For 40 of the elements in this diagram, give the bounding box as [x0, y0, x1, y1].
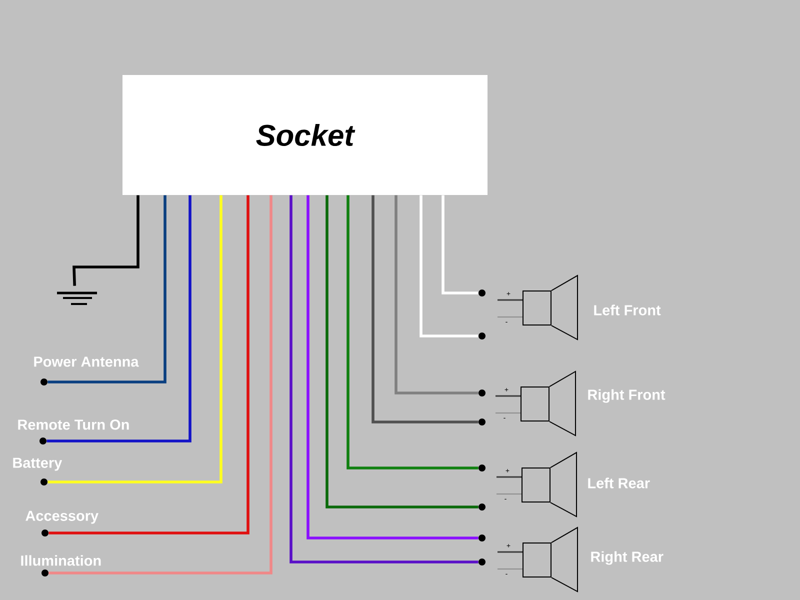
- terminal-dot: [40, 378, 48, 386]
- speaker-symbol: [496, 452, 577, 518]
- terminal-dot: [40, 438, 46, 444]
- terminal-dot: [478, 504, 486, 510]
- wire-label: Left Rear: [588, 478, 650, 488]
- terminal-dot: [478, 418, 486, 426]
- wire-label: Right Rear: [591, 551, 664, 565]
- ground-symbol: [57, 292, 97, 305]
- socket-box: Socket: [122, 75, 488, 195]
- wire-label: Accessory: [26, 510, 98, 524]
- terminal-dot: [478, 332, 486, 340]
- wire: [72, 195, 140, 286]
- terminal-dot: [42, 530, 48, 536]
- speaker-symbol: [497, 526, 578, 592]
- terminal-dot: [40, 478, 48, 486]
- speaker-symbol: [495, 370, 576, 436]
- wire: [48, 195, 250, 534]
- wire: [420, 195, 478, 338]
- wire: [326, 195, 478, 508]
- wire-label: Left Front: [594, 304, 661, 316]
- terminal-dot: [42, 570, 48, 576]
- terminal-dot: [478, 558, 486, 566]
- wire: [48, 195, 166, 384]
- wire: [346, 195, 478, 470]
- terminal-dot: [478, 290, 486, 296]
- wire-label: Illumination: [21, 555, 101, 566]
- wire: [442, 195, 478, 294]
- wire: [394, 195, 478, 394]
- wire-label: Remote Turn On: [18, 420, 129, 430]
- speaker-symbol: [497, 274, 578, 340]
- wire: [48, 195, 222, 484]
- terminal-dot: [478, 390, 486, 396]
- terminal-dot: [478, 534, 486, 542]
- wire: [46, 195, 192, 442]
- wire: [48, 195, 272, 574]
- wire-label: Power Antenna: [34, 356, 139, 367]
- wire-label: Right Front: [588, 389, 666, 403]
- terminal-dot: [478, 464, 486, 472]
- wire: [372, 195, 478, 424]
- wire-label: Battery: [13, 458, 62, 471]
